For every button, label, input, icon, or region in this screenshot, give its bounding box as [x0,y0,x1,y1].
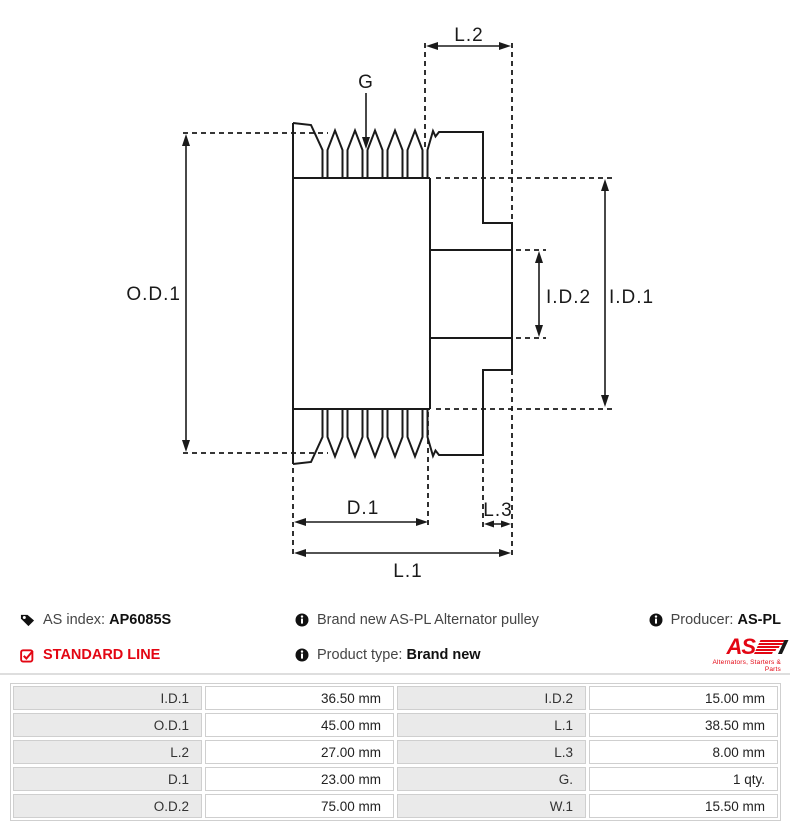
description-row: Brand new AS-PL Alternator pulley [295,612,539,628]
spec-value: 38.50 mm [589,713,778,737]
spec-value: 75.00 mm [205,794,394,818]
as-pl-logo-tagline: Alternators, Starters & Parts [712,659,781,673]
extension-lines [183,43,612,558]
dim-label-od1: O.D.1 [126,284,181,305]
spec-label: I.D.1 [13,686,202,710]
producer-label: Producer: [670,612,734,628]
section-divider [0,673,790,675]
as-pl-logo: AS Alternators, Starters & Parts [703,634,789,673]
spec-value: 36.50 mm [205,686,394,710]
spec-label: L.2 [13,740,202,764]
producer-row: Producer: AS-PL [649,612,781,628]
pulley-outline [292,122,513,465]
dim-label-id1: I.D.1 [609,287,654,308]
description-text: Brand new AS-PL Alternator pulley [317,612,539,628]
producer-value: AS-PL [737,612,782,628]
standard-line-label: STANDARD LINE [43,647,161,663]
dim-label-l1: L.1 [393,561,422,582]
spec-value: 15.00 mm [589,686,778,710]
dim-label-l3: L.3 [483,500,512,521]
spec-value: 23.00 mm [205,767,394,791]
info-icon [295,613,309,627]
dim-label-g: G [358,72,374,93]
product-type-text: Product type: Brand new [317,647,481,663]
as-pl-logo-mark: AS [703,634,789,659]
spec-value: 8.00 mm [589,740,778,764]
as-index-text: AS index: AP6085S [43,612,171,628]
as-index-label: AS index: [43,612,106,628]
product-type-label: Product type: [317,647,403,663]
spec-label: W.1 [397,794,586,818]
spec-label: O.D.2 [13,794,202,818]
as-index-value: AP6085S [109,612,172,628]
standard-line-row: STANDARD LINE [20,647,160,663]
dim-label-d1: D.1 [347,498,380,519]
spec-label: L.1 [397,713,586,737]
as-pl-logo-text: AS [726,634,756,659]
dimension-table: I.D.1 36.50 mm I.D.2 15.00 mm O.D.1 45.0… [10,683,781,821]
dim-label-l2: L.2 [454,25,483,46]
producer-text: Producer: AS-PL [671,612,781,628]
spec-label: O.D.1 [13,713,202,737]
info-icon [295,648,309,662]
dim-label-id2: I.D.2 [546,287,591,308]
tag-icon [20,614,35,626]
as-index-row: AS index: AP6085S [20,612,171,628]
spec-label: G. [397,767,586,791]
dimension-arrows [182,42,609,557]
as-pl-logo-stripes-icon [753,639,789,655]
info-icon [649,613,663,627]
spec-label: L.3 [397,740,586,764]
spec-value: 1 qty. [589,767,778,791]
product-type-row: Product type: Brand new [295,647,481,663]
checkbox-check-icon [20,648,34,662]
spec-value: 15.50 mm [589,794,778,818]
product-type-value: Brand new [406,647,481,663]
spec-label: I.D.2 [397,686,586,710]
spec-value: 45.00 mm [205,713,394,737]
spec-label: D.1 [13,767,202,791]
spec-value: 27.00 mm [205,740,394,764]
pulley-technical-drawing: O.D.1 L.2 G I.D.2 I.D.1 D.1 L.3 L.1 [126,25,654,582]
